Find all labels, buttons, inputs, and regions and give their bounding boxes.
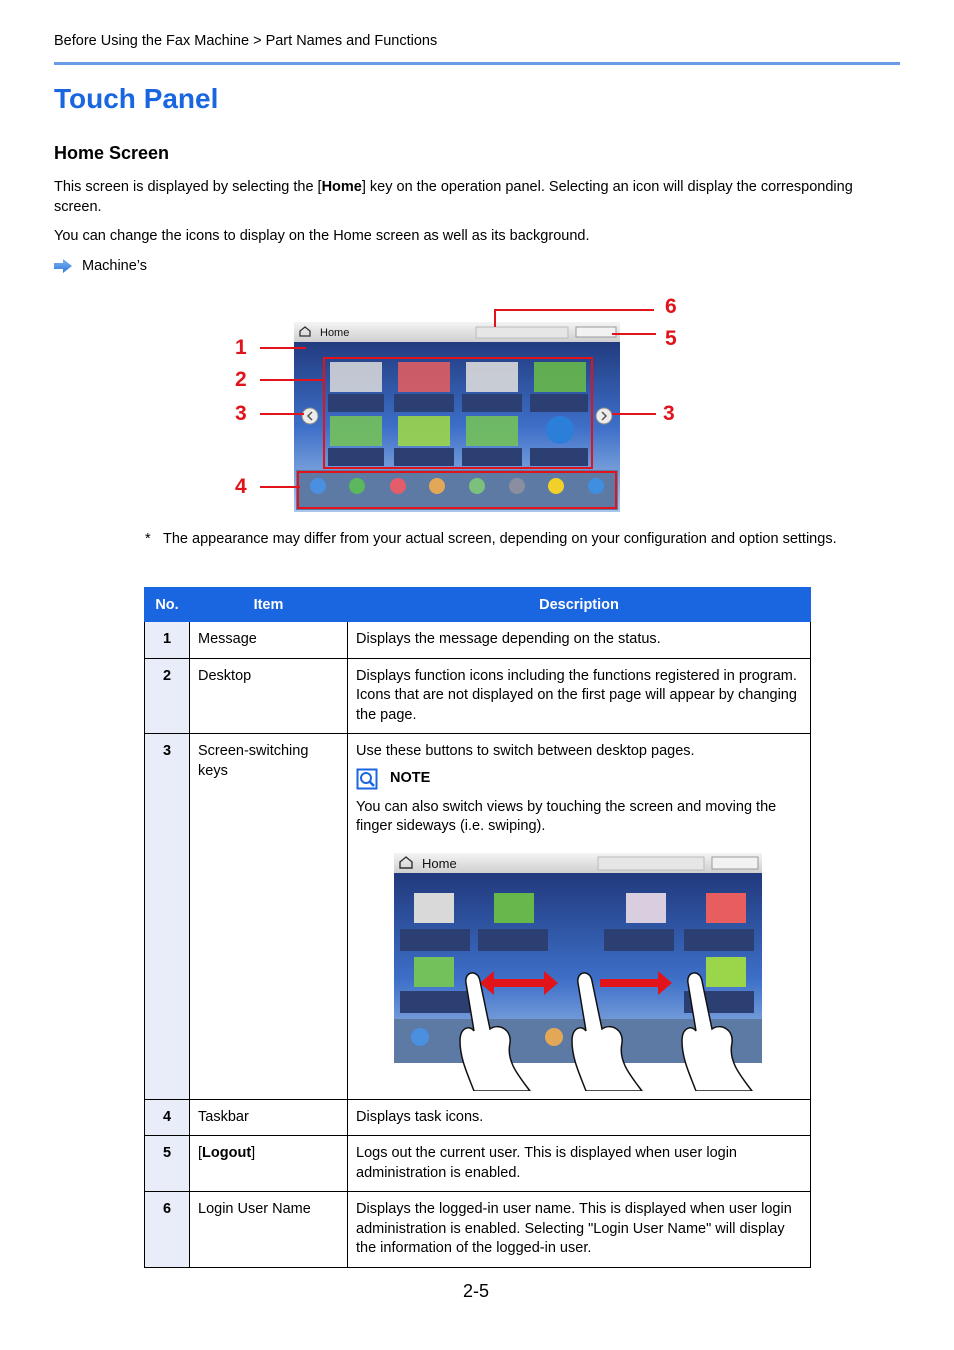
row-description: Displays the message depending on the st… (347, 621, 811, 659)
callout-1: 1 (235, 336, 247, 359)
header-description: Description (347, 587, 811, 622)
note-text: You can also switch views by touching th… (356, 798, 777, 835)
footnote-text: The appearance may differ from your actu… (163, 531, 837, 547)
next-page-button (595, 407, 613, 425)
section-heading: Home Screen (54, 143, 170, 163)
callout-5: 5 (665, 327, 677, 350)
logout-label: Logout (202, 1145, 252, 1161)
callout-4: 4 (235, 475, 247, 498)
row-number: 6 (144, 1191, 190, 1268)
taskbar-highlight (297, 471, 617, 509)
page-title: Touch Panel (54, 83, 219, 114)
callout-6-line (494, 309, 654, 311)
header-no: No. (144, 587, 190, 622)
row-number: 4 (144, 1098, 190, 1136)
row-item: Taskbar (189, 1098, 348, 1136)
page-number: 2-5 (463, 1281, 490, 1301)
callout-2: 2 (235, 368, 247, 391)
callout-3-left-line (260, 413, 304, 415)
note-icon (356, 768, 378, 789)
row-number: 3 (144, 733, 190, 1100)
callout-3-left: 3 (235, 402, 247, 425)
callout-2-line (260, 379, 324, 381)
reference-link-label: Machine’s (82, 258, 148, 274)
row-description: Displays task icons. (347, 1098, 811, 1136)
callout-6-drop (494, 309, 496, 327)
row-description: Displays function icons including the fu… (347, 657, 811, 734)
intro-paragraph-1: This screen is displayed by selecting th… (54, 179, 853, 215)
callout-1-line (260, 347, 306, 349)
swipe-home-icon (399, 855, 413, 869)
callout-5-line (612, 333, 656, 335)
row-number: 2 (144, 657, 190, 734)
swipe-left-arrow-head (480, 970, 554, 995)
footnote-marker: * (145, 531, 151, 547)
logout-button (575, 326, 617, 338)
row-number: 1 (144, 621, 190, 659)
home-key-label: Home (321, 179, 362, 195)
callout-3-right-line (612, 413, 656, 415)
arrow-right-icon (54, 259, 72, 273)
table-row: 5 [Logout] Logs out the current user. Th… (144, 1135, 811, 1192)
table-row: 6 Login User Name Displays the logged-in… (144, 1191, 811, 1268)
note-heading: NOTE (356, 768, 802, 790)
table-row: 4 Taskbar Displays task icons. (144, 1098, 811, 1136)
desktop-highlight (323, 357, 593, 469)
home-label: Home (320, 327, 349, 339)
row-item: Screen-switching keys (189, 733, 348, 1100)
callout-3-right: 3 (663, 402, 675, 425)
home-screen-illustration: Home (294, 322, 620, 512)
reference-link[interactable]: Machine’s (54, 258, 147, 274)
row-item: [Logout] (189, 1135, 348, 1192)
row-item: Login User Name (189, 1191, 348, 1268)
row-number: 5 (144, 1135, 190, 1192)
row-item: Message (189, 621, 348, 659)
header-item: Item (189, 587, 348, 622)
prev-page-button (301, 407, 319, 425)
row-description: Use these buttons to switch between desk… (347, 733, 811, 1100)
swipe-home-label: Home (422, 856, 457, 871)
table-row: 2 Desktop Displays function icons includ… (144, 657, 811, 734)
callout-6: 6 (665, 295, 677, 318)
table-row: 3 Screen-switching keys Use these button… (144, 733, 811, 1100)
login-user-name-field (475, 326, 569, 339)
row-description: Displays the logged-in user name. This i… (347, 1191, 811, 1268)
breadcrumb: Before Using the Fax Machine > Part Name… (54, 33, 438, 49)
finger-hands (459, 971, 753, 1091)
home-icon (299, 326, 311, 337)
note-label: NOTE (390, 769, 431, 786)
table-row: 1 Message Displays the message depending… (144, 621, 811, 659)
footnote: * The appearance may differ from your ac… (145, 529, 865, 549)
table-header-row: No. Item Description (144, 587, 811, 622)
callout-4-line (260, 486, 300, 488)
swipe-illustration: Home (394, 852, 762, 1091)
row-description-text: Use these buttons to switch between desk… (356, 743, 695, 759)
desktop-icons (328, 362, 588, 466)
row-description: Logs out the current user. This is displ… (347, 1135, 811, 1192)
swipe-right-arrow (600, 970, 672, 995)
row-item: Desktop (189, 657, 348, 734)
taskbar-icons (310, 478, 604, 494)
parts-table: No. Item Description 1 Message Displays … (144, 587, 811, 1268)
header-rule (54, 62, 900, 65)
taskbar (296, 470, 618, 510)
intro-paragraph-2: You can change the icons to display on t… (54, 228, 590, 244)
